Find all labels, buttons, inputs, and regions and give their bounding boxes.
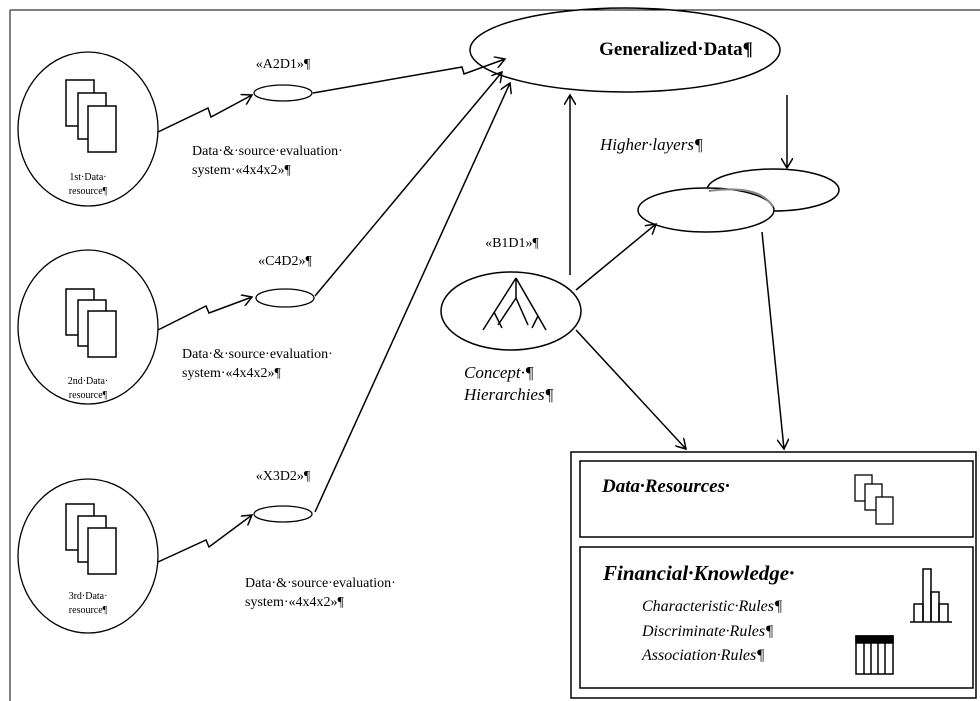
resource-3-label-line2: resource¶ xyxy=(69,605,108,616)
documents-icon xyxy=(854,474,894,525)
generalized-data-title: Generalized·Data¶ xyxy=(599,39,753,60)
zigzag-connector-2 xyxy=(157,297,252,331)
eval-3-line2: system·«4x4x2»¶ xyxy=(245,595,345,610)
eval-2-line2: system·«4x4x2»¶ xyxy=(182,366,282,381)
documents-icon xyxy=(65,288,117,358)
rule-characteristic: Characteristic·Rules¶ xyxy=(642,598,782,615)
code-c4d2: «C4D2»¶ xyxy=(258,254,312,269)
bar-chart-icon xyxy=(910,568,952,623)
arrow-a2d1-to-generalized xyxy=(312,59,505,94)
eval-3-line1: Data·&·source·evaluation· xyxy=(245,576,396,591)
b1d1-label: «B1D1»¶ xyxy=(485,236,539,251)
arrow-layers-to-knowledge xyxy=(761,231,784,449)
tree-icon xyxy=(482,277,547,331)
rule-discriminate: Discriminate·Rules¶ xyxy=(641,623,773,640)
documents-icon xyxy=(65,503,117,575)
resource-1: 1st·Data· resource¶ xyxy=(17,51,159,207)
zigzag-connector-3 xyxy=(157,515,252,563)
resource-3: 3rd·Data· resource¶ xyxy=(17,478,159,634)
eval-1-line2: system·«4x4x2»¶ xyxy=(192,163,292,178)
table-icon xyxy=(855,635,894,675)
concept-hierarchy-ellipse xyxy=(440,271,582,351)
financial-knowledge-box xyxy=(579,546,974,689)
arrow-x3d2-to-generalized xyxy=(314,83,510,513)
resource-1-label-line2: resource¶ xyxy=(69,186,108,197)
zigzag-connector-1 xyxy=(157,95,252,133)
arrow-concept-to-layers xyxy=(575,224,656,291)
resource-1-label-line1: 1st·Data· xyxy=(69,172,106,183)
generalized-data-ellipse xyxy=(469,7,781,93)
data-resources-box xyxy=(579,460,974,538)
code-a2d1: «A2D1»¶ xyxy=(256,57,311,72)
resource-2-label-line2: resource¶ xyxy=(69,390,108,401)
layer-ellipse-front xyxy=(637,187,775,233)
resource-3-label-line1: 3rd·Data· xyxy=(69,591,108,602)
node-x3d2 xyxy=(253,505,313,523)
eval-2-line1: Data·&·source·evaluation· xyxy=(182,347,333,362)
node-c4d2 xyxy=(255,288,315,308)
concept-label-line2: Hierarchies¶ xyxy=(463,385,554,404)
node-a2d1 xyxy=(253,84,313,102)
resource-2: 2nd·Data· resource¶ xyxy=(17,249,159,405)
arrow-c4d2-to-generalized xyxy=(314,72,502,297)
financial-knowledge-title: Financial·Knowledge· xyxy=(602,561,794,585)
code-x3d2: «X3D2»¶ xyxy=(256,469,311,484)
data-resources-title: Data·Resources· xyxy=(601,476,730,497)
concept-label-line1: Concept·¶ xyxy=(464,363,534,382)
eval-1-line1: Data·&·source·evaluation· xyxy=(192,144,343,159)
layer-overlap-arc xyxy=(708,188,774,208)
higher-layers-label: Higher·layers¶ xyxy=(599,135,703,154)
resource-2-label-line1: 2nd·Data· xyxy=(68,376,109,387)
rule-association: Association·Rules¶ xyxy=(641,647,765,664)
arrow-concept-to-knowledge xyxy=(575,329,686,449)
documents-icon xyxy=(65,79,117,153)
